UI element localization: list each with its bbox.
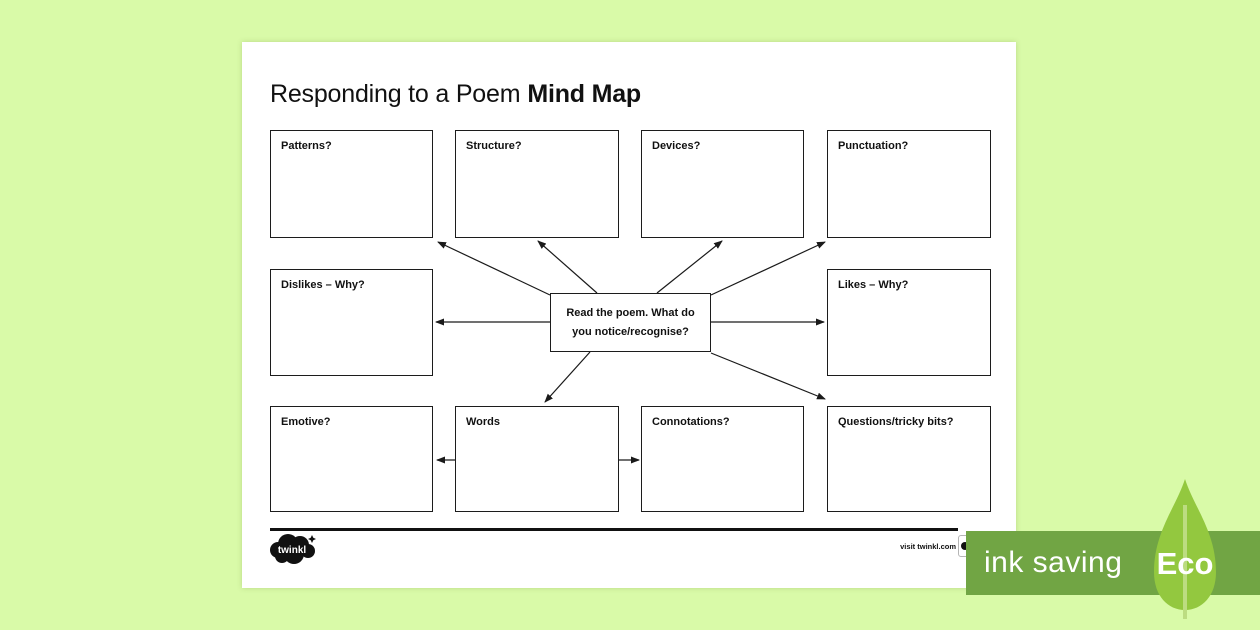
eco-leaf-icon bbox=[1154, 479, 1216, 619]
arrow-to-questions bbox=[710, 352, 826, 400]
twinkl-logo-icon: twinkl bbox=[270, 534, 316, 564]
mindmap-box-devices: Devices? bbox=[641, 130, 804, 238]
page-title-bold: Mind Map bbox=[527, 80, 642, 108]
mindmap-box-words: Words bbox=[455, 406, 619, 512]
mindmap-box-emotive: Emotive? bbox=[270, 406, 433, 512]
box-label: Patterns? bbox=[281, 140, 332, 152]
page-title-regular: Responding to a Poem bbox=[270, 80, 521, 108]
arrow-to-patterns bbox=[437, 241, 551, 296]
eco-label: Eco bbox=[1156, 546, 1214, 581]
ink-saving-label: ink saving bbox=[984, 546, 1123, 579]
arrow-to-devices bbox=[656, 240, 723, 294]
mindmap-box-dislikes: Dislikes – Why? bbox=[270, 269, 433, 376]
box-label: Dislikes – Why? bbox=[281, 279, 365, 291]
box-label: Punctuation? bbox=[838, 140, 909, 152]
footer-divider bbox=[270, 528, 958, 531]
box-label: Emotive? bbox=[281, 416, 331, 428]
mindmap-center-box: Read the poem. What do you notice/recogn… bbox=[550, 293, 711, 352]
mindmap-box-likes: Likes – Why? bbox=[827, 269, 991, 376]
box-label: Questions/tricky bits? bbox=[838, 416, 954, 428]
box-label: Likes – Why? bbox=[838, 279, 909, 291]
box-label: Connotations? bbox=[652, 416, 730, 428]
mindmap-box-questions: Questions/tricky bits? bbox=[827, 406, 991, 512]
box-label: Devices? bbox=[652, 140, 701, 152]
arrow-to-structure bbox=[537, 240, 598, 294]
arrow-to-punctuation bbox=[710, 241, 826, 296]
mindmap-box-patterns: Patterns? bbox=[270, 130, 433, 238]
arrow-to-words bbox=[544, 351, 591, 403]
mindmap-box-structure: Structure? bbox=[455, 130, 619, 238]
visit-twinkl-text: visit twinkl.com bbox=[900, 542, 956, 551]
twinkl-logo-text: twinkl bbox=[278, 545, 307, 556]
box-label: Words bbox=[466, 416, 501, 428]
box-label: Structure? bbox=[466, 140, 522, 152]
mindmap-box-connotations: Connotations? bbox=[641, 406, 804, 512]
mindmap-box-punctuation: Punctuation? bbox=[827, 130, 991, 238]
center-box-label: Read the poem. What do you notice/recogn… bbox=[566, 307, 695, 338]
